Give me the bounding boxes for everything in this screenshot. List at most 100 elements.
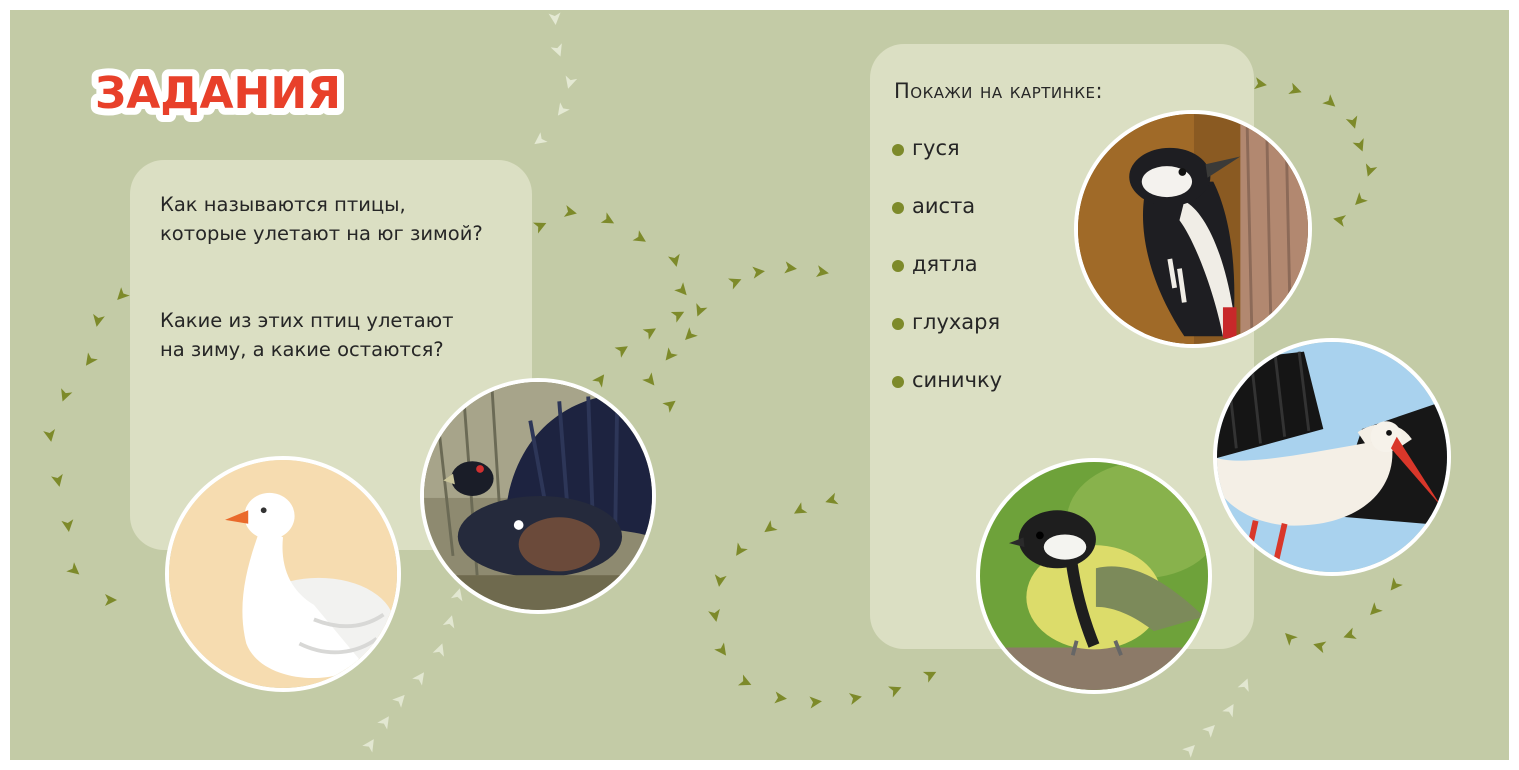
bird-track-icon: [532, 222, 547, 234]
bird-track-icon: [670, 311, 685, 323]
woodpecker-illustration: [1078, 114, 1308, 344]
bird-track-icon: [1370, 602, 1383, 615]
list-item: гуся: [892, 136, 1002, 194]
woodpecker-photo: [1074, 110, 1312, 348]
bird-track-icon: [565, 75, 578, 89]
bird-track-icon: [377, 716, 389, 730]
bird-track-icon: [85, 352, 98, 366]
bullet-icon: [892, 318, 904, 330]
bird-track-icon: [43, 429, 56, 442]
stork-illustration: [1217, 342, 1447, 572]
bird-track-icon: [888, 686, 902, 698]
capercaillie-photo: [420, 378, 656, 614]
bird-track-icon: [592, 374, 605, 388]
goose-photo: [165, 456, 401, 692]
bird-track-icon: [614, 346, 628, 358]
bird-track-icon: [784, 261, 797, 274]
bird-track-icon: [665, 347, 678, 361]
list-item-label: синичку: [912, 368, 1003, 392]
bullet-icon: [892, 260, 904, 272]
bird-track-icon: [714, 574, 727, 587]
question-winter-birds: Как называются птицы, которые улетают на…: [160, 190, 520, 248]
bird-track-icon: [1322, 94, 1336, 107]
bird-track-icon: [550, 43, 562, 57]
question-line: которые улетают на юг зимой?: [160, 222, 483, 245]
bird-list: гуся аиста дятла глухаря синичку: [892, 136, 1002, 426]
bird-track-icon: [412, 672, 425, 686]
list-item-label: гуся: [912, 136, 960, 160]
bird-track-icon: [61, 388, 73, 402]
bird-track-icon: [66, 562, 80, 575]
question-line: Какие из этих птиц улетают: [160, 309, 454, 332]
bullet-icon: [892, 376, 904, 388]
title-badge: ЗАДАНИЯ ЗАДАНИЯ: [88, 62, 348, 124]
bird-track-icon: [825, 492, 839, 505]
bird-track-icon: [1333, 215, 1347, 227]
bird-track-icon: [714, 642, 727, 656]
bird-tracks-decoration: [43, 12, 1403, 758]
bird-track-icon: [1345, 115, 1358, 129]
book-page: ЗАДАНИЯ ЗАДАНИЯ Как называются птицы, ко…: [10, 10, 1509, 760]
bird-track-icon: [674, 282, 687, 296]
bird-track-icon: [1202, 725, 1215, 738]
question-line: Как называются птицы,: [160, 193, 406, 216]
capercaillie-illustration: [424, 382, 652, 610]
bird-track-icon: [668, 253, 680, 267]
bird-track-icon: [728, 278, 742, 290]
bird-track-icon: [793, 502, 808, 514]
bird-track-icon: [548, 12, 561, 25]
bullet-icon: [892, 144, 904, 156]
bird-track-icon: [774, 691, 787, 704]
bird-track-icon: [392, 694, 405, 708]
bird-track-icon: [117, 287, 130, 301]
bird-track-icon: [1237, 678, 1249, 692]
bird-track-icon: [752, 266, 765, 279]
bird-track-icon: [1222, 703, 1234, 718]
bird-track-icon: [1254, 77, 1267, 90]
bird-track-icon: [737, 674, 752, 686]
tit-illustration: [980, 462, 1208, 690]
bird-track-icon: [1313, 641, 1327, 654]
bullet-icon: [892, 202, 904, 214]
bird-track-icon: [93, 313, 105, 327]
bird-track-icon: [642, 328, 656, 340]
bird-track-icon: [764, 520, 778, 533]
tit-photo: [976, 458, 1212, 694]
bird-track-icon: [708, 608, 720, 622]
bird-track-icon: [105, 594, 117, 606]
page-title: ЗАДАНИЯ: [95, 68, 341, 119]
goose-illustration: [169, 460, 397, 688]
bird-track-icon: [848, 693, 862, 705]
bird-track-icon: [632, 230, 646, 242]
bird-track-icon: [816, 265, 829, 278]
title-outline: ЗАДАНИЯ: [95, 68, 341, 119]
bird-track-icon: [1285, 633, 1298, 646]
question-line: на зиму, а какие остаются?: [160, 338, 444, 361]
bird-track-icon: [557, 102, 570, 116]
bird-track-icon: [534, 132, 548, 145]
list-item: синичку: [892, 368, 1002, 426]
bird-track-icon: [563, 205, 577, 217]
bird-track-icon: [362, 739, 374, 753]
bird-track-icon: [442, 615, 455, 629]
list-item-label: дятла: [912, 252, 978, 276]
bird-track-icon: [51, 473, 63, 487]
question-which-birds: Какие из этих птиц улетают на зиму, а ка…: [160, 306, 520, 364]
list-item: аиста: [892, 194, 1002, 252]
list-item: глухаря: [892, 310, 1002, 368]
list-item: дятла: [892, 252, 1002, 310]
bird-track-icon: [685, 327, 698, 340]
bird-track-icon: [61, 519, 74, 532]
bird-track-icon: [1288, 82, 1302, 95]
bird-track-icon: [450, 588, 463, 602]
bird-track-icon: [662, 400, 676, 413]
bird-track-icon: [809, 696, 822, 709]
list-item-label: глухаря: [912, 310, 1001, 334]
show-prompt: Покажи на картинке:: [894, 79, 1104, 103]
bird-track-icon: [922, 671, 937, 683]
bird-track-icon: [1355, 192, 1368, 205]
stork-photo: [1213, 338, 1451, 576]
bird-track-icon: [1365, 163, 1378, 177]
bird-track-icon: [1352, 138, 1364, 152]
bird-track-icon: [736, 542, 748, 556]
